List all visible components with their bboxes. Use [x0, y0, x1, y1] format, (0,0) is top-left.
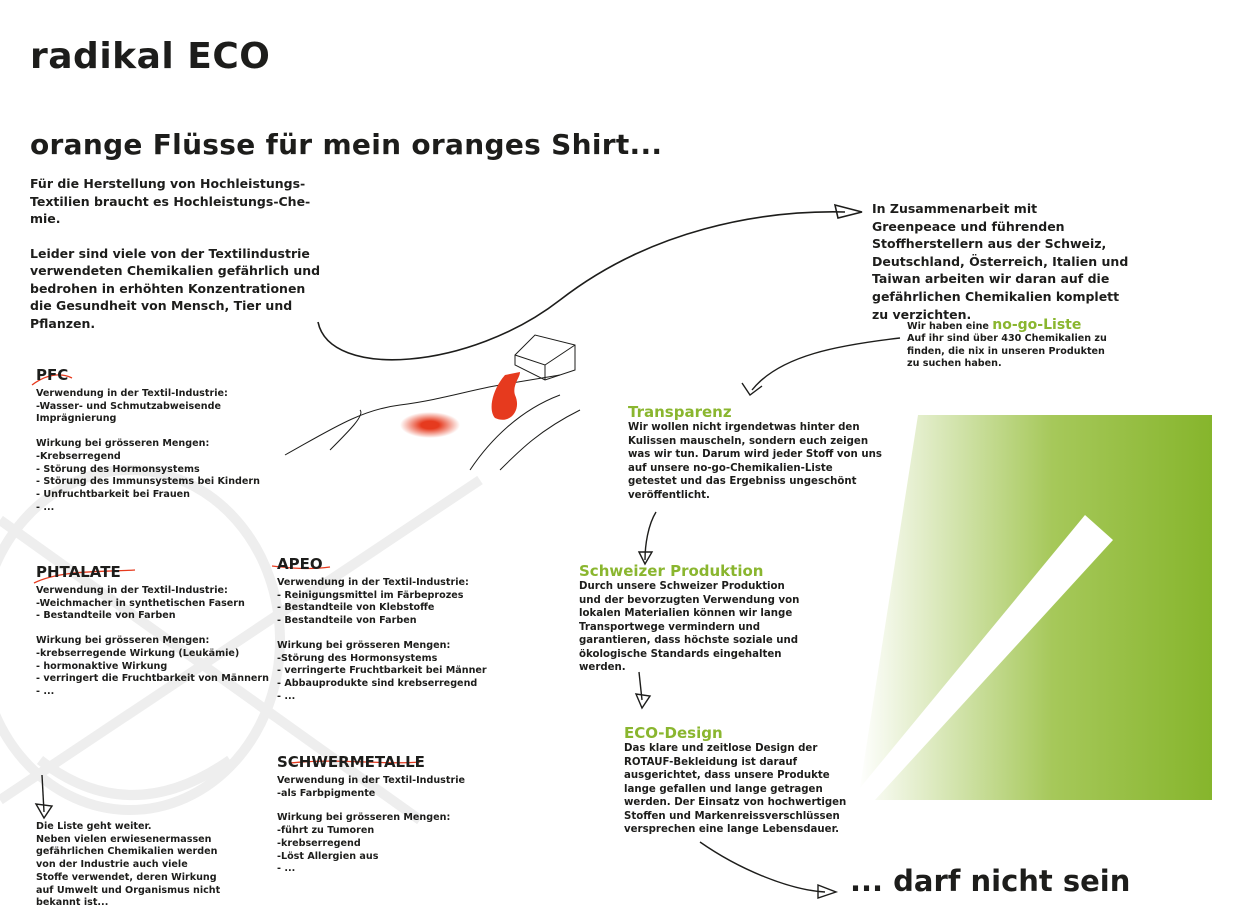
river-landscape-sketch: [284, 334, 581, 471]
curved-arrow-icon: [317, 203, 863, 361]
pillar-body: Das klare und zeitlose Design der ROTAUF…: [624, 743, 847, 835]
green-pencil-graphic: [850, 415, 1212, 800]
pillar-schweizer-produktion: Schweizer Produktion Durch unsere Schwei…: [579, 562, 799, 675]
chemical-title: PFC: [36, 366, 69, 384]
arrow-to-transparenz-icon: [741, 337, 901, 397]
pillar-title: Transparenz: [628, 403, 732, 421]
chemical-schwermetalle: SCHWERMETALLE Verwendung in der Textil-I…: [277, 753, 465, 876]
nogo-list-note: Wir haben eine no-go-Liste Auf ihr sind …: [907, 317, 1107, 371]
pillar-title: ECO-Design: [624, 724, 723, 742]
orange-pollution-spot: [400, 412, 460, 438]
page-headline: orange Flüsse für mein oranges Shirt...: [30, 128, 663, 161]
chemical-apeo: APEO Verwendung in der Textil-Industrie:…: [277, 555, 487, 703]
intro-paragraph-2: Leider sind viele von der Textilindustri…: [30, 245, 321, 331]
closing-statement: ... darf nicht sein: [850, 864, 1131, 898]
chemical-effects: Wirkung bei grösseren Mengen: -Störung d…: [277, 639, 487, 702]
chemical-usage: Verwendung in der Textil-Industrie: -Wei…: [36, 585, 245, 622]
chemical-pfc: PFC Verwendung in der Textil-Industrie: …: [36, 366, 260, 514]
chemical-usage: Verwendung in der Textil-Industrie -als …: [277, 775, 466, 799]
chemical-phtalate: PHTALATE Verwendung in der Textil-Indust…: [36, 563, 269, 699]
nogo-highlight: no-go-Liste: [992, 317, 1082, 333]
pillar-eco-design: ECO-Design Das klare und zeitlose Design…: [624, 724, 846, 837]
cooperation-text: In Zusammenarbeit mit Greenpeace und füh…: [872, 201, 1129, 322]
orange-river-shape: [491, 372, 520, 420]
chemical-title: PHTALATE: [36, 563, 121, 581]
chemical-title: APEO: [277, 555, 323, 573]
chemical-effects: Wirkung bei grösseren Mengen: -krebserre…: [36, 635, 269, 697]
nogo-prefix: Wir haben eine: [907, 321, 993, 332]
red-strike-marks: [31, 374, 421, 764]
skull-watermark-icon: [0, 465, 483, 825]
brand-logo: radikal ECO: [30, 36, 271, 77]
chemical-effects: Wirkung bei grösseren Mengen: -Krebserre…: [36, 438, 260, 513]
pillar-transparenz: Transparenz Wir wollen nicht irgendetwas…: [628, 403, 882, 502]
intro-paragraph-1: Für die Herstellung von Hochleistungs- T…: [30, 176, 311, 226]
chemical-usage: Verwendung in der Textil-Industrie: -Was…: [36, 388, 228, 425]
list-continues-text: Die Liste geht weiter. Neben vielen erwi…: [36, 821, 221, 909]
pillar-title: Schweizer Produktion: [579, 562, 764, 580]
pillar-body: Wir wollen nicht irgendetwas hinter den …: [628, 422, 882, 501]
pillar-body: Durch unsere Schweizer Produktion und de…: [579, 581, 800, 673]
intro-text: Für die Herstellung von Hochleistungs- T…: [30, 175, 330, 332]
chemical-usage: Verwendung in der Textil-Industrie: - Re…: [277, 577, 469, 627]
chemical-effects: Wirkung bei grösseren Mengen: -führt zu …: [277, 812, 451, 875]
chemical-title: SCHWERMETALLE: [277, 753, 425, 771]
nogo-body: Auf ihr sind über 430 Chemikalien zu fin…: [907, 333, 1107, 370]
arrow-down-icon: [34, 511, 839, 899]
